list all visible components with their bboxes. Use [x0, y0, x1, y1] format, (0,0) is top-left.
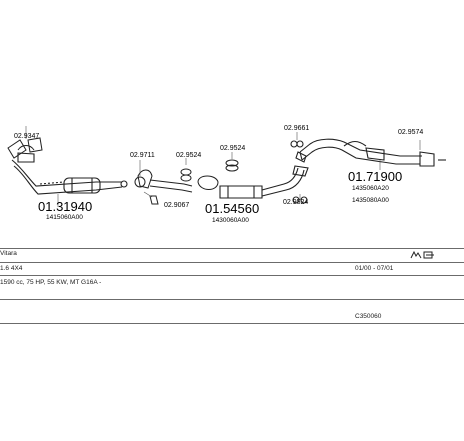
- clamp-c-label: 02.9524: [220, 145, 245, 152]
- front-muffler-number: 01.31940: [38, 199, 92, 214]
- middle-pipe-parts: [134, 152, 239, 205]
- front-muffler-oe: 1415060A00: [46, 214, 83, 221]
- front-gasket-label: 02.9347: [14, 133, 39, 140]
- front-gasket-part: [7, 126, 43, 159]
- table-rule-1: [0, 262, 464, 263]
- exhaust-system-diagram: 02.9347 01.31940 1415060A00 02.9711 02.9…: [7, 125, 446, 224]
- table-rule-2: [0, 275, 464, 276]
- vehicle-spec: 1590 cc, 75 HP, 55 KW, MT G16A -: [0, 279, 102, 286]
- fitting-parts-icon: [423, 251, 434, 259]
- rear-pipe-muffler: [290, 132, 446, 170]
- clamp-d-label: 02.9067: [164, 202, 189, 209]
- vehicle-engine: 1.6 4X4: [0, 265, 23, 272]
- table-rule-top: [0, 248, 464, 249]
- middle-muffler: [219, 165, 309, 204]
- clamp-e-label: 02.9524: [283, 199, 308, 206]
- middle-muffler-oe: 1430060A00: [212, 217, 249, 224]
- vehicle-model: Vitara: [0, 250, 17, 257]
- table-rule-3: [0, 299, 464, 300]
- kit-code: C350060: [355, 313, 382, 320]
- hanger-rear-label: 02.9661: [284, 125, 309, 132]
- clamp-a-label: 02.9711: [130, 152, 155, 159]
- front-pipe-muffler: [11, 152, 128, 207]
- clamp-rear-label: 02.9574: [398, 129, 423, 136]
- exhaust-kit-icon: [410, 250, 422, 259]
- middle-muffler-number: 01.54560: [205, 201, 259, 216]
- table-rule-bottom: [0, 323, 464, 324]
- rear-muffler-oe-1: 1435060A20: [352, 185, 389, 192]
- clamp-b-label: 02.9524: [176, 152, 201, 159]
- rear-muffler-oe-2: 1435080A00: [352, 197, 389, 204]
- vehicle-years: 01/00 - 07/01: [355, 265, 394, 272]
- rear-muffler-number: 01.71900: [348, 169, 402, 184]
